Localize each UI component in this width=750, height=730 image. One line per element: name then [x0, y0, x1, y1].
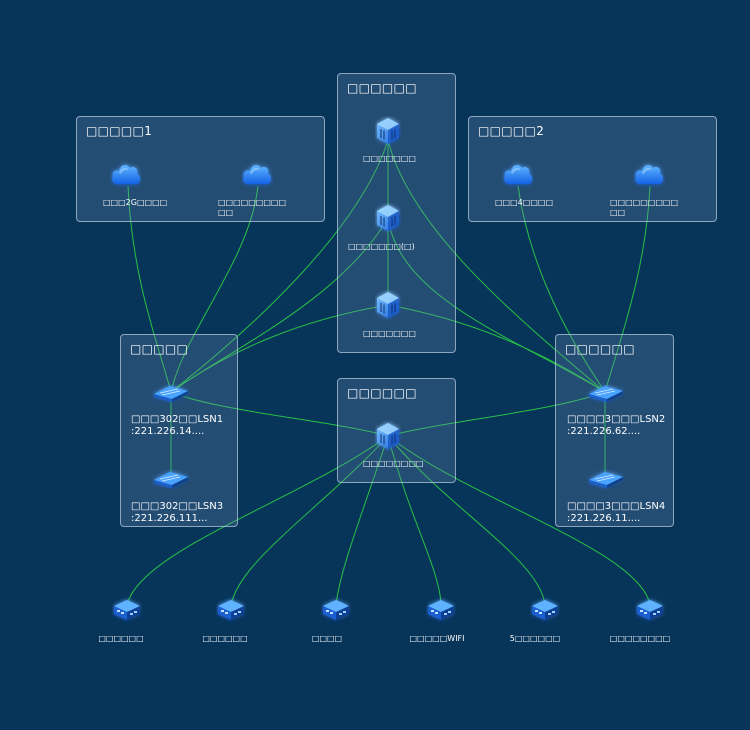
access-switch-label-1: □□□□□□	[98, 634, 144, 643]
access-switch-5[interactable]	[530, 596, 560, 624]
lsn-label-1-line1: □□□302□□LSN1	[131, 414, 224, 425]
panel-title: □□□□□1	[86, 124, 153, 138]
panel-title: □□□□□□	[347, 81, 417, 95]
link-line	[387, 435, 651, 606]
link-line	[170, 139, 389, 393]
access-switch-icon	[114, 600, 140, 620]
access-switch-3[interactable]	[321, 596, 351, 624]
cloud-label-2: □□□□□□□□□ □□	[218, 198, 287, 217]
link-line	[387, 435, 546, 606]
core-switch-label-1: □□□□□□□	[363, 154, 416, 163]
lsn-switch-4[interactable]	[587, 469, 625, 489]
panel-title: □□□□□□	[347, 386, 417, 400]
cloud-label-1: □□□2G□□□□	[103, 198, 168, 207]
link-line	[387, 435, 442, 606]
cloud-icon	[635, 165, 663, 184]
cloud-node-2[interactable]	[241, 160, 273, 188]
lsn-label-4-line2: :221.226.11....	[567, 513, 641, 524]
lsn-label-3-line2: :221.226.111...	[131, 513, 208, 524]
access-switch-label-2: □□□□□□	[202, 634, 248, 643]
link-line	[387, 391, 606, 437]
distribution-switch-label: □□□□□□□□	[363, 459, 424, 468]
link-line	[170, 304, 389, 393]
internet-exit-panel-2: □□□□□2	[468, 116, 717, 222]
access-switch-label-3: □□□□	[311, 634, 343, 643]
access-switch-4[interactable]	[426, 596, 456, 624]
core-switch-icon	[377, 292, 399, 318]
lsn-label-1: □□□302□□LSN1 :221.226.14....	[131, 414, 223, 438]
access-switch-1[interactable]	[112, 596, 142, 624]
cloud-label-4: □□□□□□□□□ □□	[610, 198, 679, 217]
link-line	[604, 185, 651, 393]
access-switch-icon	[218, 600, 244, 620]
core-switch-icon	[377, 423, 399, 449]
lsn-label-1-line2: :221.226.14....	[131, 426, 205, 437]
lsn-switch-1[interactable]	[152, 383, 190, 403]
lsn-switch-3[interactable]	[152, 469, 190, 489]
cloud-node-1[interactable]	[110, 160, 142, 188]
access-switch-label-6: □□□□□□□□	[609, 634, 671, 643]
switch-icon	[154, 386, 188, 402]
access-switch-icon	[323, 600, 349, 620]
link-line	[127, 185, 172, 393]
distribution-layer-panel: □□□□□□	[337, 378, 456, 483]
core-switch-2[interactable]	[375, 203, 401, 233]
panel-title: □□□□□	[130, 342, 189, 356]
lsn-label-3-line1: □□□302□□LSN3	[131, 501, 224, 512]
link-line	[230, 435, 389, 606]
cloud-node-4[interactable]	[633, 160, 665, 188]
link-line	[387, 304, 606, 393]
core-switch-3[interactable]	[375, 290, 401, 320]
core-switch-icon	[377, 118, 399, 144]
access-switch-2[interactable]	[216, 596, 246, 624]
access-switch-icon	[637, 600, 663, 620]
cloud-icon	[112, 165, 140, 184]
core-switch-icon	[377, 205, 399, 231]
access-switch-icon	[532, 600, 558, 620]
aggregation-panel-right: □□□□□□	[555, 334, 674, 527]
lsn-label-2: □□□□3□□□LSN2 :221.226.62....	[567, 414, 665, 438]
switch-icon	[589, 386, 623, 402]
lsn-label-2-line1: □□□□3□□□LSN2	[567, 414, 666, 425]
lsn-label-4: □□□□3□□□LSN4 :221.226.11....	[567, 501, 665, 525]
panel-title: □□□□□□	[565, 342, 635, 356]
link-line	[387, 139, 606, 393]
panel-title: □□□□□2	[478, 124, 545, 138]
access-switch-icon	[428, 600, 454, 620]
link-line	[335, 435, 389, 606]
access-switch-label-5: 5□□□□□□	[509, 634, 561, 643]
distribution-switch[interactable]	[375, 421, 401, 451]
cloud-node-3[interactable]	[502, 160, 534, 188]
internet-exit-panel-1: □□□□□1	[76, 116, 325, 222]
link-line	[126, 435, 389, 606]
link-line	[517, 185, 606, 393]
lsn-label-2-line2: :221.226.62....	[567, 426, 641, 437]
cloud-icon	[243, 165, 271, 184]
core-switch-label-2: □□□□□□□(□)	[348, 242, 415, 251]
link-line	[170, 391, 389, 437]
link-line	[170, 185, 259, 393]
core-switch-1[interactable]	[375, 116, 401, 146]
access-switch-label-4: □□□□□WIFI	[409, 634, 465, 643]
lsn-switch-2[interactable]	[587, 383, 625, 403]
switch-icon	[589, 472, 623, 488]
cloud-label-3: □□□4□□□□	[495, 198, 553, 207]
lsn-label-3: □□□302□□LSN3 :221.226.111...	[131, 501, 223, 525]
link-line	[387, 217, 606, 393]
access-switch-6[interactable]	[635, 596, 665, 624]
aggregation-panel-left: □□□□□	[120, 334, 238, 527]
core-switch-label-3: □□□□□□□	[363, 329, 416, 338]
cloud-icon	[504, 165, 532, 184]
switch-icon	[154, 472, 188, 488]
lsn-label-4-line1: □□□□3□□□LSN4	[567, 501, 666, 512]
